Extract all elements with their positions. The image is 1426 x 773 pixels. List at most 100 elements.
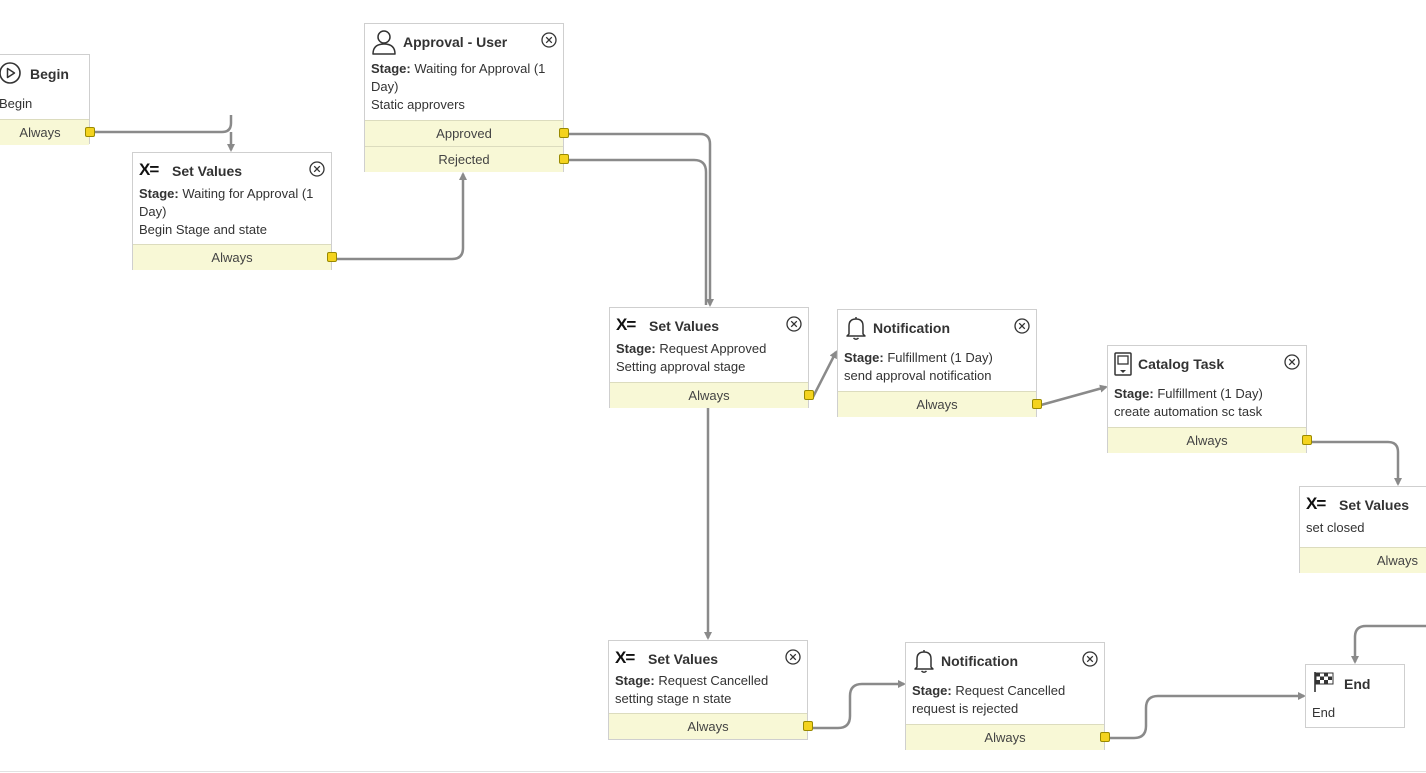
activity-end[interactable]: End End [1305, 664, 1405, 728]
activity-body: Stage: Fulfillment (1 Day) send approval… [844, 349, 1030, 385]
condition-label: Always [688, 388, 730, 403]
activity-body: Stage: Request Cancelled request is reje… [912, 682, 1098, 718]
condition-always[interactable]: Always [610, 382, 814, 408]
activity-set-values-request-cancelled[interactable]: X= Set Values Stage: Request Cancelled s… [608, 640, 813, 740]
condition-label: Always [984, 730, 1026, 745]
activity-description: request is rejected [912, 701, 1019, 716]
activity-set-values-begin-stage[interactable]: X= Set Values Stage: Waiting for Approva… [132, 152, 337, 270]
connector-begin-to-set-values [95, 115, 231, 150]
output-port[interactable] [803, 721, 813, 731]
condition-always[interactable]: Always [1300, 547, 1426, 573]
condition-label: Always [211, 250, 253, 265]
output-port[interactable] [559, 154, 569, 164]
activity-title: Set Values [172, 163, 243, 179]
stage-label: Stage: [844, 350, 884, 365]
condition-rejected[interactable]: Rejected [365, 146, 569, 172]
play-circle-icon [0, 62, 21, 84]
activity-title: Approval - User [403, 34, 508, 50]
output-port[interactable] [327, 252, 337, 262]
activity-description: Setting approval stage [616, 359, 746, 374]
activity-notification-rejected[interactable]: Notification Stage: Request Cancelled re… [905, 642, 1110, 750]
activity-description: Static approvers [371, 97, 465, 112]
set-values-icon: X= [615, 648, 635, 667]
stage-value: Request Cancelled [955, 683, 1066, 698]
activity-title: Notification [873, 320, 950, 336]
activity-set-values-request-approved[interactable]: X= Set Values Stage: Request Approved Se… [609, 307, 814, 408]
user-icon [372, 30, 396, 55]
close-circle-icon[interactable] [1082, 651, 1098, 667]
checkered-flag-icon [1314, 672, 1334, 692]
stage-label: Stage: [371, 61, 411, 76]
activity-begin[interactable]: Begin Begin Always [0, 54, 95, 145]
canvas-bottom-border [0, 771, 1426, 772]
condition-approved[interactable]: Approved [365, 120, 569, 146]
set-values-icon: X= [1306, 494, 1326, 513]
stage-value: Request Cancelled [658, 673, 769, 688]
activity-notification-approval[interactable]: Notification Stage: Fulfillment (1 Day) … [837, 309, 1042, 417]
condition-label: Approved [436, 126, 492, 141]
stage-value: Fulfillment (1 Day) [1157, 386, 1263, 401]
close-circle-icon[interactable] [785, 649, 801, 665]
stage-label: Stage: [616, 341, 656, 356]
condition-always[interactable]: Always [906, 724, 1110, 750]
activity-set-values-closed[interactable]: X= Set Values set closed Always [1299, 486, 1426, 573]
catalog-task-icon [1114, 352, 1132, 376]
activity-body: Stage: Waiting for Approval (1 Day) Stat… [371, 60, 557, 114]
stage-value: Waiting for Approval (1 Day) [371, 61, 546, 94]
close-circle-icon[interactable] [1284, 354, 1300, 370]
output-port[interactable] [1032, 399, 1042, 409]
bell-icon [846, 317, 866, 340]
condition-always[interactable]: Always [0, 119, 95, 145]
activity-description: create automation sc task [1114, 404, 1263, 419]
bell-icon [914, 650, 934, 673]
connector-set-values-to-notification [811, 350, 838, 398]
stage-value: Request Approved [659, 341, 767, 356]
condition-label: Always [1376, 553, 1418, 568]
set-values-icon: X= [616, 315, 636, 334]
activity-title: Begin [30, 66, 69, 82]
output-port[interactable] [559, 128, 569, 138]
stage-label: Stage: [615, 673, 655, 688]
activity-title: Catalog Task [1138, 356, 1225, 372]
connector-notification-to-catalog-task [1040, 384, 1108, 407]
output-port[interactable] [1100, 732, 1110, 742]
close-circle-icon[interactable] [309, 161, 325, 177]
condition-label: Always [916, 397, 958, 412]
activity-title: Set Values [1339, 497, 1410, 513]
condition-label: Rejected [438, 152, 490, 167]
output-port[interactable] [804, 390, 814, 400]
activity-description: setting stage n state [615, 691, 732, 706]
condition-label: Always [19, 125, 61, 140]
stage-label: Stage: [1114, 386, 1154, 401]
close-circle-icon[interactable] [1014, 318, 1030, 334]
stage-value: Waiting for Approval (1 Day) [139, 186, 314, 219]
connector-approved-to-set-values [568, 132, 714, 307]
condition-label: Always [1186, 433, 1228, 448]
activity-title: Set Values [648, 651, 719, 667]
activity-title: Set Values [649, 318, 720, 334]
set-values-icon: X= [139, 160, 159, 179]
activity-title: End [1344, 676, 1371, 692]
close-circle-icon[interactable] [541, 32, 557, 48]
stage-value: Fulfillment (1 Day) [887, 350, 993, 365]
activity-approval-user[interactable]: Approval - User Stage: Waiting for Appro… [364, 23, 569, 172]
condition-always[interactable]: Always [1108, 427, 1312, 453]
condition-label: Always [687, 719, 729, 734]
connector-rejected-to-set-values [568, 158, 708, 305]
close-circle-icon[interactable] [786, 316, 802, 332]
activity-catalog-task[interactable]: Catalog Task Stage: Fulfillment (1 Day) … [1107, 345, 1312, 453]
condition-always[interactable]: Always [609, 713, 813, 739]
condition-always[interactable]: Always [838, 391, 1042, 417]
connector-catalog-task-to-set-values [1310, 440, 1402, 486]
activity-title: Notification [941, 653, 1018, 669]
condition-always[interactable]: Always [133, 244, 337, 270]
activity-description: Begin Stage and state [139, 222, 267, 237]
connector-cancelled-to-notification [813, 680, 906, 730]
connector-notification-to-end [1109, 692, 1306, 740]
output-port[interactable] [1302, 435, 1312, 445]
stage-label: Stage: [912, 683, 952, 698]
activity-description: set closed [1306, 520, 1365, 535]
activity-body: Stage: Fulfillment (1 Day) create automa… [1114, 385, 1300, 421]
output-port[interactable] [85, 127, 95, 137]
activity-body: Stage: Request Approved Setting approval… [616, 340, 802, 376]
